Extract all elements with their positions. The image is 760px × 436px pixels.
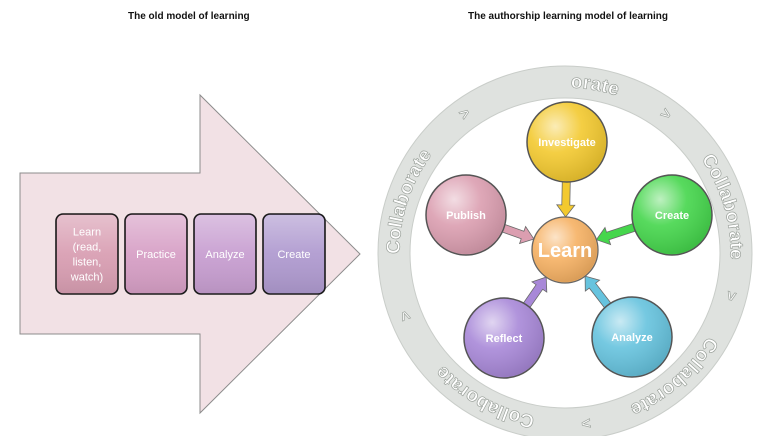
node-publish: Publish xyxy=(425,174,507,256)
step-label: listen, xyxy=(73,257,102,269)
node-label: Investigate xyxy=(538,137,595,149)
collaborate-ring xyxy=(378,66,752,436)
step-label: Practice xyxy=(136,249,176,261)
center-node: Learn xyxy=(531,216,599,284)
step-label: Analyze xyxy=(205,249,244,261)
new-model-title: The authorship learning model of learnin… xyxy=(468,11,669,22)
center-label: Learn xyxy=(538,240,592,262)
node-analyze: Analyze xyxy=(591,296,673,378)
connector-arrow xyxy=(556,179,576,218)
step-label: Create xyxy=(277,249,310,261)
step-practice: Practice xyxy=(124,213,188,295)
step-label: (read, xyxy=(73,242,102,254)
connector-arrow xyxy=(521,276,548,310)
connector-arrow xyxy=(584,275,613,310)
step-create: Create xyxy=(262,213,326,295)
chevron-arrow-icon: > xyxy=(580,414,591,432)
old-model-title: The old model of learning xyxy=(128,11,250,22)
chevron-arrow-icon: > xyxy=(721,289,740,302)
connector-arrow xyxy=(499,223,535,245)
step-learn: Learn (read, listen, watch) xyxy=(55,213,119,295)
node-label: Create xyxy=(655,210,689,222)
node-label: Analyze xyxy=(611,332,653,344)
connector-arrow xyxy=(595,222,638,246)
step-analyze: Analyze xyxy=(193,213,257,295)
node-investigate: Investigate xyxy=(526,101,608,183)
old-model-arrow xyxy=(19,93,361,415)
node-reflect: Reflect xyxy=(463,297,545,379)
step-label: Learn xyxy=(73,227,101,239)
node-label: Publish xyxy=(446,210,486,222)
node-label: Reflect xyxy=(486,333,523,345)
node-connectors xyxy=(499,179,638,310)
step-label: watch) xyxy=(70,272,103,284)
node-create: Create xyxy=(631,174,713,256)
old-model-steps: Learn (read, listen, watch) Practice Analyze C… xyxy=(55,213,326,295)
